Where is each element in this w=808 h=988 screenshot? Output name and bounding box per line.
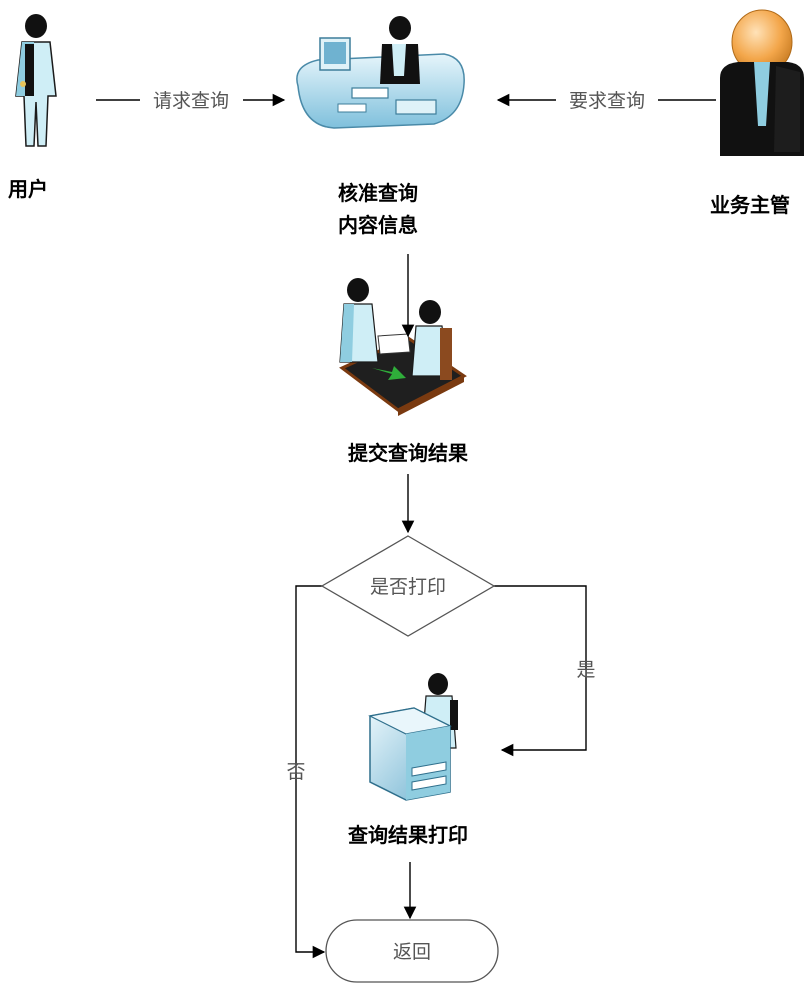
return-terminator xyxy=(325,919,499,983)
print-label: 查询结果打印 xyxy=(348,823,468,847)
verify-label-line1: 核准查询 xyxy=(338,181,418,205)
verify-label-line2: 内容信息 xyxy=(338,213,418,237)
manager-bust-icon xyxy=(720,9,804,156)
manager-label: 业务主管 xyxy=(710,193,790,217)
desk-operator-icon xyxy=(296,16,465,129)
no-branch-arrow xyxy=(295,585,326,959)
submit-label: 提交查询结果 xyxy=(348,441,468,465)
handover-desk-icon xyxy=(339,278,467,416)
printer-operator-icon xyxy=(368,673,458,801)
return-label: 返回 xyxy=(393,941,431,963)
decision-diamond xyxy=(320,535,496,637)
decision-label: 是否打印 xyxy=(370,576,446,598)
request-label: 请求查询 xyxy=(153,90,229,112)
standing-person-icon xyxy=(15,14,57,147)
yes-label: 是 xyxy=(576,659,595,681)
yes-branch-arrow xyxy=(494,585,587,757)
user-label: 用户 xyxy=(8,177,48,201)
no-label: 否 xyxy=(286,761,305,783)
demand-label: 要求查询 xyxy=(569,90,645,112)
